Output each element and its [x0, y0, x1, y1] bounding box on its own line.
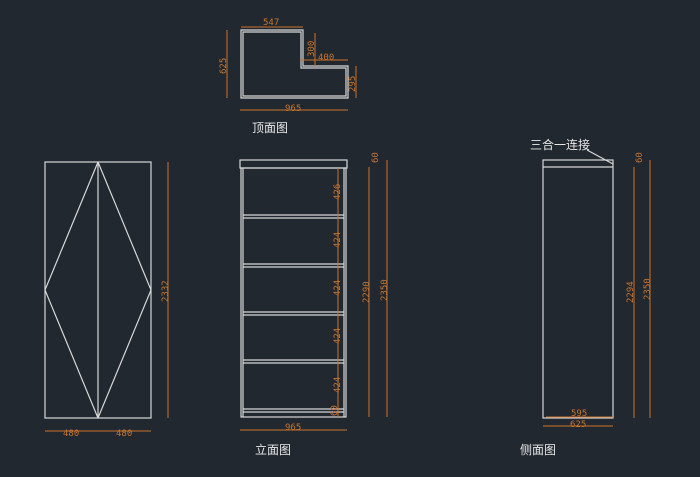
top-view-outline — [240, 29, 349, 99]
dim-965: 965 — [285, 104, 301, 114]
front-view-label: 立面图 — [255, 442, 291, 457]
dim-300: 300 — [307, 41, 317, 57]
top-view-dimension-lines — [226, 26, 357, 111]
dim-625: 625 — [219, 58, 229, 74]
shelves — [242, 168, 345, 417]
top-view: 547 625 300 400 295 965 顶面图 — [219, 18, 358, 135]
side-top-board-and-leader — [543, 149, 614, 168]
front-view: 426 424 424 424 424 60 60 2290 2350 965 … — [239, 152, 390, 457]
dim-top-60: 60 — [371, 152, 381, 163]
dim-shelf-4: 424 — [333, 328, 343, 344]
dim-625-side: 625 — [570, 420, 586, 430]
dim-base-60: 60 — [330, 405, 340, 416]
side-view-label: 侧面图 — [520, 443, 556, 457]
annotation-three-in-one-connector: 三合一连接 — [530, 137, 590, 152]
dim-480-left: 480 — [63, 429, 79, 439]
dim-top-60-side: 60 — [635, 152, 645, 163]
dim-shelf-2: 424 — [333, 232, 343, 248]
dim-965-front: 965 — [285, 423, 301, 433]
top-board — [239, 159, 348, 169]
dim-2350-side: 2350 — [643, 278, 653, 300]
dim-2290: 2290 — [362, 281, 372, 303]
side-outline — [542, 159, 614, 419]
door-dimension-lines — [45, 162, 169, 432]
dim-2350: 2350 — [380, 279, 390, 301]
door-diamond-lines — [44, 161, 152, 419]
cabinet-body — [240, 167, 347, 418]
top-view-label: 顶面图 — [252, 121, 288, 135]
dim-shelf-1: 426 — [333, 184, 343, 200]
dim-2332: 2332 — [161, 280, 171, 302]
dim-400: 400 — [318, 53, 334, 63]
dim-547: 547 — [263, 18, 279, 28]
dim-595: 595 — [571, 409, 587, 419]
side-view: 三合一连接 60 2294 2350 595 625 侧面图 — [520, 137, 653, 457]
door-view: 2332 480 480 — [44, 161, 171, 439]
dim-295: 295 — [348, 76, 358, 92]
dim-480-right: 480 — [116, 429, 132, 439]
dim-shelf-5: 424 — [333, 377, 343, 393]
side-dimension-lines — [543, 160, 651, 427]
dim-shelf-3: 424 — [333, 280, 343, 296]
dim-2294: 2294 — [626, 281, 636, 303]
front-dimension-lines — [240, 160, 388, 431]
